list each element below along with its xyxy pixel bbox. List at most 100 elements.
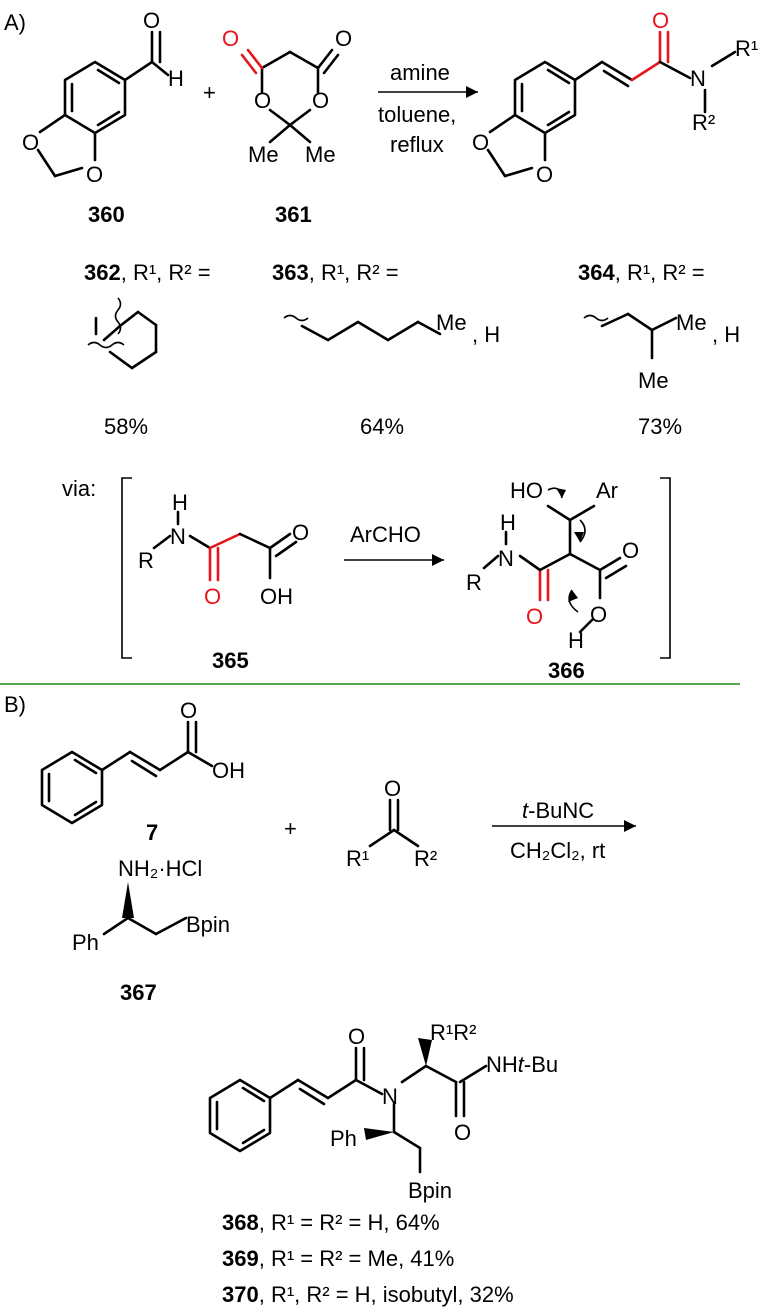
compound-367-label: 367: [120, 980, 157, 1005]
compound-364-label: 364: [578, 260, 615, 285]
entry-362-text: , R¹, R² =: [121, 260, 211, 285]
atom-o-red: O: [222, 26, 239, 51]
reagent-reflux: reflux: [390, 132, 444, 157]
methyl-label: Me: [436, 310, 467, 335]
entry-363-chain-structure: [283, 314, 442, 342]
nhtbu-label: NHt-Bu: [486, 1052, 558, 1077]
compound-370-label: 370: [222, 1282, 259, 1307]
atom-n: N: [170, 524, 186, 549]
cinnamamide-product-structure: [486, 30, 737, 178]
product-368-line: 368, R¹ = R² = H, 64%: [222, 1210, 440, 1235]
compound-361-structure: [240, 48, 340, 144]
reagent-amine: amine: [390, 60, 450, 85]
atom-o: O: [536, 162, 553, 187]
bpin-label: Bpin: [408, 1178, 452, 1203]
plus-sign: +: [284, 816, 297, 841]
methyl-label: Me: [638, 368, 669, 393]
reagent-toluene: toluene,: [378, 102, 456, 127]
atom-o: O: [472, 130, 489, 155]
aryl-label: Ar: [596, 478, 618, 503]
r2-label: R²: [414, 846, 437, 871]
compound-360-structure: [36, 30, 170, 178]
atom-h: H: [568, 628, 584, 653]
atom-o: O: [335, 26, 352, 51]
atom-o: O: [86, 162, 103, 187]
r1r2-label: R¹R²: [430, 1020, 476, 1045]
plus-sign: +: [203, 80, 216, 105]
compound-367-structure: [102, 882, 188, 936]
left-bracket: [121, 477, 132, 659]
product-370-line: 370, R¹, R² = H, isobutyl, 32%: [222, 1282, 514, 1307]
atom-o: O: [254, 88, 271, 113]
r2-label: R²: [692, 110, 715, 135]
entry-364-h: , H: [712, 322, 740, 347]
bpin-label: Bpin: [186, 912, 230, 937]
entry-364-header: 364, R¹, R² =: [578, 260, 705, 285]
compound-363-label: 363: [272, 260, 309, 285]
atom-o: O: [622, 538, 639, 563]
compound-7-structure: [40, 720, 214, 825]
entry-363-h: , H: [472, 322, 500, 347]
atom-o: O: [312, 88, 329, 113]
entry-364-text: , R¹, R² =: [615, 260, 705, 285]
compound-366-label: 366: [548, 658, 585, 683]
methyl-label: Me: [676, 310, 707, 335]
phenyl-label: Ph: [72, 930, 99, 955]
entry-363-text: , R¹, R² =: [309, 260, 399, 285]
oh-bond: [578, 618, 594, 634]
hydroxyl-label: OH: [260, 584, 293, 609]
r1-label: R¹: [346, 846, 369, 871]
atom-n: N: [690, 66, 706, 91]
compound-366-structure: [482, 487, 628, 613]
arrow-head: [432, 554, 444, 566]
atom-h: H: [172, 490, 188, 515]
compound-361-label: 361: [275, 202, 312, 227]
compound-368-label: 368: [222, 1210, 259, 1235]
atom-n: N: [498, 546, 514, 571]
atom-o: O: [348, 1024, 365, 1049]
hydroxyl-label: HO: [510, 478, 543, 503]
atom-h: H: [168, 66, 184, 91]
entry-362-header: 362, R¹, R² =: [84, 260, 211, 285]
atom-o: O: [384, 776, 401, 801]
right-bracket: [660, 477, 671, 659]
compound-362-label: 362: [84, 260, 121, 285]
ugi-product-structure: [208, 1038, 488, 1174]
atom-o: O: [590, 602, 607, 627]
entry-362-yield: 58%: [104, 414, 148, 439]
atom-o-red: O: [652, 8, 669, 33]
compound-365-label: 365: [212, 648, 249, 673]
reagent-solvent: CH₂Cl₂, rt: [510, 838, 605, 863]
methyl-label: Me: [305, 142, 336, 167]
product-369-line: 369, R¹ = R² = Me, 41%: [222, 1246, 454, 1271]
compound-7-label: 7: [146, 820, 158, 845]
phenyl-label: Ph: [330, 1126, 357, 1151]
reagent-archo: ArCHO: [350, 522, 421, 547]
compound-369-label: 369: [222, 1246, 259, 1271]
carbonyl-structure: [368, 798, 420, 848]
arrow-head: [466, 86, 478, 98]
methyl-label: Me: [248, 142, 279, 167]
r1-label: R¹: [735, 36, 758, 61]
reagent-tbunc: t-BuNC: [522, 798, 594, 823]
arrow-head: [624, 820, 636, 832]
via-label: via:: [62, 476, 96, 501]
hydroxyl-label: OH: [212, 758, 245, 783]
amine-salt-label: NH₂·HCl: [118, 856, 202, 881]
atom-n: N: [382, 1084, 398, 1109]
entry-363-yield: 64%: [360, 414, 404, 439]
atom-o: O: [180, 698, 197, 723]
entry-364-chain-structure: [583, 312, 678, 360]
atom-o-red: O: [204, 584, 221, 609]
entry-364-yield: 73%: [638, 414, 682, 439]
compound-360-label: 360: [88, 202, 125, 227]
r-label: R: [138, 548, 154, 573]
atom-o: O: [143, 8, 160, 33]
entry-363-header: 363, R¹, R² =: [272, 260, 399, 285]
atom-o: O: [454, 1120, 471, 1145]
atom-h: H: [500, 510, 516, 535]
part-a-label: A): [4, 10, 26, 35]
part-b-label: B): [4, 692, 26, 717]
atom-o: O: [22, 130, 39, 155]
